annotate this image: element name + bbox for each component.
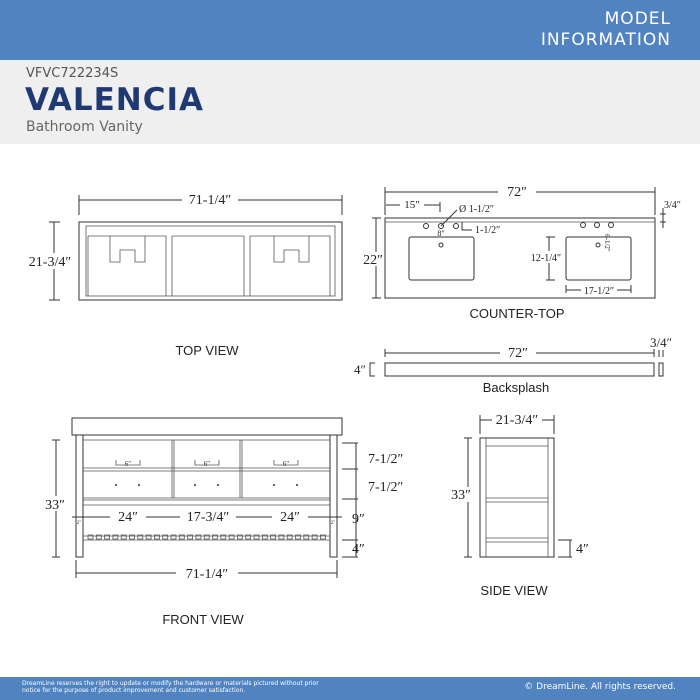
- shelf-slat: [153, 534, 160, 540]
- front-view: 6″ 6″ 6″ 33″ 24″ 17-3/4″ 24″ 2″ 2″ 7-1/2…: [42, 417, 404, 627]
- shelf-slat: [311, 534, 318, 540]
- shelf-slat: [187, 534, 194, 540]
- drawer-height-bottom: 7-1/2″: [368, 480, 404, 495]
- backsplash-thickness: 3/4″: [650, 335, 672, 350]
- leg-width-right: 2″: [331, 521, 336, 526]
- hole-edge: 1-1/2″: [475, 225, 500, 236]
- footer-disclaimer: DreamLine reserves the right to update o…: [22, 680, 319, 694]
- counter-top-view: 72″ 15″ Ø 1-1/2″ 1-1/2″ 8″ 6-1/2″ 22″ 12…: [362, 184, 681, 321]
- shelf-slat: [170, 534, 177, 540]
- shelf-slat: [295, 534, 301, 540]
- shelf-slat: [129, 534, 135, 540]
- counter-thickness: 3/4″: [664, 200, 681, 211]
- faucet-offset: 6-1/2″: [603, 234, 611, 252]
- front-view-label: FRONT VIEW: [162, 612, 244, 627]
- shelf-slat: [220, 534, 227, 540]
- top-view-depth: 21-3/4″: [29, 255, 72, 270]
- shelf-slat: [120, 534, 127, 540]
- shelf-slat: [145, 534, 152, 540]
- handle-width-right: 6″: [283, 460, 290, 468]
- shelf-slat: [195, 534, 202, 540]
- counter-width: 72″: [507, 185, 527, 200]
- shelf-slat: [104, 534, 110, 540]
- product-sku: VFVC722234S: [26, 66, 119, 81]
- shelf-slat: [319, 534, 326, 540]
- top-view-width: 71-1/4″: [189, 193, 232, 208]
- counter-top-label: COUNTER-TOP: [469, 306, 564, 321]
- sink-depth: 12-1/4″: [531, 253, 561, 264]
- footer-copyright: © DreamLine. All rights reserved.: [524, 682, 676, 692]
- front-base-height: 4″: [352, 542, 365, 557]
- shelf-slat: [261, 534, 268, 540]
- sink-width: 17-1/2″: [584, 286, 614, 297]
- shelf-slat: [112, 534, 119, 540]
- shelf-slat: [178, 534, 185, 540]
- header-bar: MODEL INFORMATION: [0, 0, 700, 60]
- handle-width-center: 6″: [204, 460, 211, 468]
- center-bay-width: 17-3/4″: [187, 510, 230, 525]
- shelf-slat: [137, 534, 144, 540]
- side-depth: 21-3/4″: [496, 413, 539, 428]
- backsplash-label: Backsplash: [483, 380, 549, 395]
- product-band: [0, 60, 700, 144]
- front-height: 33″: [45, 498, 65, 513]
- shelf-slat: [303, 534, 310, 540]
- shelf-slat: [236, 534, 243, 540]
- drawer-height-top: 7-1/2″: [368, 452, 404, 467]
- left-bay-width: 24″: [118, 510, 138, 525]
- sink-offset: 15″: [404, 199, 420, 211]
- top-view-label: TOP VIEW: [175, 343, 239, 358]
- shelf-slat: [245, 534, 252, 540]
- hole-diameter: Ø 1-1/2″: [459, 204, 494, 215]
- backsplash-width: 72″: [508, 346, 528, 361]
- side-height: 33″: [451, 488, 471, 503]
- shelf-slat: [253, 534, 260, 540]
- shelf-slat: [278, 534, 285, 540]
- shelf-slat: [212, 534, 218, 540]
- shelf-slat: [286, 534, 293, 540]
- right-bay-width: 24″: [280, 510, 300, 525]
- shelf-slat: [87, 534, 94, 540]
- footer-bar: DreamLine reserves the right to update o…: [0, 677, 700, 700]
- shelf-slat: [270, 534, 277, 540]
- product-type: Bathroom Vanity: [26, 119, 143, 135]
- product-name: VALENCIA: [25, 82, 205, 118]
- shelf-slat: [203, 534, 210, 540]
- backsplash-view: 72″ 3/4″ 4″ Backsplash: [354, 335, 672, 395]
- handle-width-left: 6″: [125, 460, 132, 468]
- shelf-slat: [228, 534, 235, 540]
- top-view: 71-1/4″ 21-3/4″ TOP VIEW: [26, 192, 343, 358]
- front-width: 71-1/4″: [186, 567, 229, 582]
- title-line-1: MODEL: [604, 9, 671, 29]
- side-base-height: 4″: [576, 542, 589, 557]
- shelf-gap: 9″: [352, 512, 365, 527]
- backsplash-height: 4″: [354, 362, 366, 377]
- hole-spread: 8″: [437, 229, 444, 238]
- leg-width-left: 2″: [77, 521, 82, 526]
- side-view: 21-3/4″ 33″ 4″ SIDE VIEW: [450, 412, 589, 598]
- counter-depth: 22″: [363, 253, 383, 268]
- side-view-label: SIDE VIEW: [480, 583, 548, 598]
- shelf-slat: [162, 534, 169, 540]
- shelf-slat: [95, 534, 102, 540]
- model-information-title: MODEL INFORMATION: [541, 9, 671, 51]
- title-line-2: INFORMATION: [540, 30, 671, 50]
